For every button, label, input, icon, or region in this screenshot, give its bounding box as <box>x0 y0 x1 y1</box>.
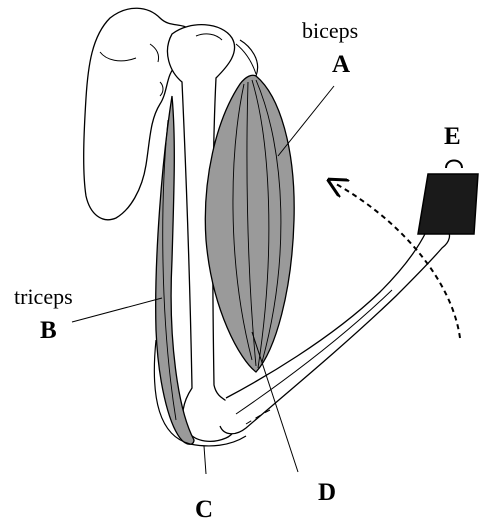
label-d: D <box>318 480 336 505</box>
leader-line-b <box>72 298 162 322</box>
label-b: B <box>40 318 57 343</box>
weight-icon <box>418 161 478 235</box>
leader-line-c <box>204 446 206 474</box>
biceps-label: biceps <box>302 20 358 42</box>
triceps-label: triceps <box>14 286 73 308</box>
leader-line-a <box>278 86 334 156</box>
label-c: C <box>195 497 213 522</box>
label-e: E <box>444 124 461 149</box>
label-a: A <box>332 52 350 77</box>
